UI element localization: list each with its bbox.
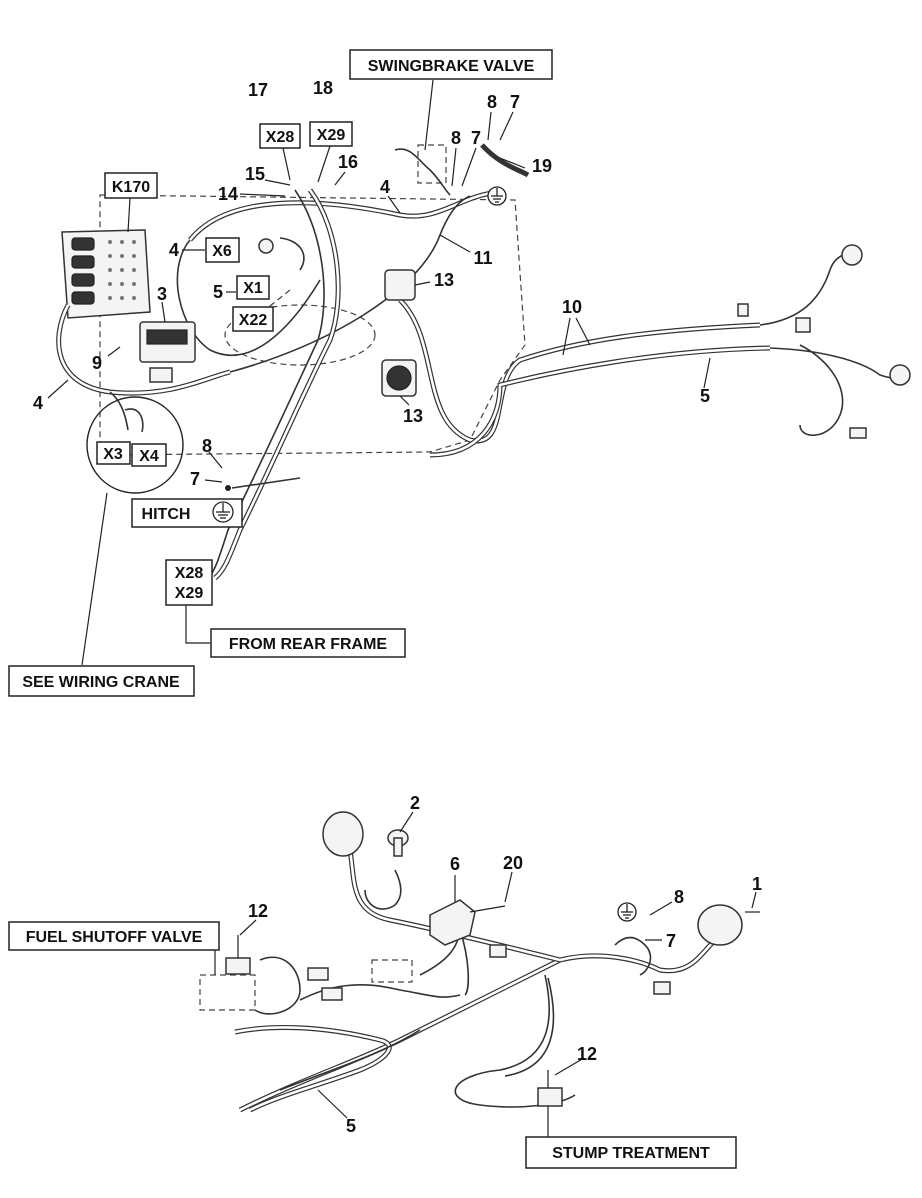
top-diagram: SWINGBRAKE VALVE K170 X28 X29 X6 X1 X22 … (8, 49, 911, 697)
callout-13b: 13 (403, 406, 423, 426)
lamp-right (697, 904, 743, 946)
leader-lines-top (47, 79, 711, 666)
stump-treatment-box (525, 1136, 737, 1169)
hitch-ground-icon (212, 501, 234, 523)
callout-16: 16 (338, 152, 358, 172)
callout-8c: 8 (202, 436, 212, 456)
callout-8b: 8 (451, 128, 461, 148)
bottom-diagram: FUEL SHUTOFF VALVE STUMP TREATMENT 2 6 2… (8, 793, 762, 1169)
x28-x29-rear-box (165, 559, 213, 606)
lamp-left (322, 811, 364, 857)
callout-7b: 7 (471, 128, 481, 148)
x6-label: X6 (212, 243, 232, 260)
x28-label: X28 (266, 129, 295, 146)
callout-5a: 5 (213, 282, 223, 302)
component-6 (429, 899, 476, 946)
leader-lines-bottom (214, 811, 757, 1138)
fuel-shutoff-valve-label: FUEL SHUTOFF VALVE (26, 929, 203, 946)
callout-3: 3 (157, 284, 167, 304)
x22-box (232, 306, 274, 332)
see-wiring-crane-box (8, 665, 195, 697)
x28-box (259, 123, 301, 149)
fuel-shutoff-valve-part (199, 974, 256, 1011)
fuel-shutoff-valve-box (8, 921, 220, 951)
x1-label: X1 (243, 280, 263, 297)
harness-11 (229, 195, 471, 373)
callout-7c: 7 (190, 469, 200, 489)
harness-3-loop (176, 239, 321, 356)
callout-4c: 4 (33, 393, 43, 413)
callout-11: 11 (473, 248, 492, 268)
callout-19: 19 (532, 156, 552, 176)
callout-1: 1 (752, 874, 762, 894)
hitch-label: HITCH (142, 506, 191, 523)
k170-relay-block (61, 229, 151, 319)
callout-12a: 12 (248, 901, 268, 921)
callout-2: 2 (410, 793, 420, 813)
k170-box (104, 172, 158, 199)
k170-label: K170 (112, 179, 150, 196)
x22-label: X22 (239, 312, 268, 329)
callout-18: 18 (313, 78, 333, 98)
callout-15: 15 (245, 164, 265, 184)
callout-14: 14 (218, 184, 238, 204)
callout-13a: 13 (434, 270, 454, 290)
callout-7: 7 (666, 931, 676, 951)
from-rear-frame-box (210, 628, 406, 658)
ground-symbol-bottom (617, 902, 637, 922)
harness-rear-bundle-2 (207, 189, 325, 579)
x28-rear-label: X28 (175, 565, 204, 582)
x3-label: X3 (103, 446, 123, 463)
x1-box (236, 275, 270, 300)
x3-box (96, 441, 131, 465)
x29-label: X29 (317, 127, 346, 144)
x3-x4-detail-circle (86, 396, 184, 494)
component-3-module (139, 321, 196, 383)
from-rear-frame-label: FROM REAR FRAME (229, 636, 388, 653)
callout-5b: 5 (700, 386, 710, 406)
hitch-wire (231, 477, 301, 489)
callout-7a: 7 (510, 92, 520, 112)
x4-box (131, 443, 167, 467)
swingbrake-valve-label: SWINGBRAKE VALVE (368, 58, 535, 75)
x4-label: X4 (139, 448, 159, 465)
callout-20: 20 (503, 853, 523, 873)
x29-rear-label: X29 (175, 585, 204, 602)
stump-treatment-label: STUMP TREATMENT (552, 1145, 710, 1162)
ground-symbol-top (487, 186, 507, 206)
stump-treatment-part (537, 1087, 563, 1107)
branch-stump (454, 974, 576, 1108)
swingbrake-valve-box (349, 49, 553, 80)
callout-4a: 4 (380, 177, 390, 197)
callout-17: 17 (248, 80, 268, 100)
callout-12b: 12 (577, 1044, 597, 1064)
callout-5: 5 (346, 1116, 356, 1136)
callout-10: 10 (562, 297, 582, 317)
rear-lamp-left (841, 244, 863, 266)
dashed-zone (224, 304, 376, 366)
callout-6: 6 (450, 854, 460, 874)
callout-8: 8 (674, 887, 684, 907)
see-wiring-crane-label: SEE WIRING CRANE (22, 674, 180, 691)
x29-box (309, 121, 353, 147)
callout-4b: 4 (169, 240, 179, 260)
rear-lamp-right (889, 364, 911, 386)
harness-10 (398, 298, 761, 444)
swingbrake-valve-part (417, 144, 447, 184)
rear-lamps-branch (759, 252, 861, 326)
component-13-upper (384, 269, 416, 301)
callout-8a: 8 (487, 92, 497, 112)
callout-9: 9 (92, 353, 102, 373)
dashed-link (264, 289, 291, 311)
x6-box (205, 237, 240, 263)
